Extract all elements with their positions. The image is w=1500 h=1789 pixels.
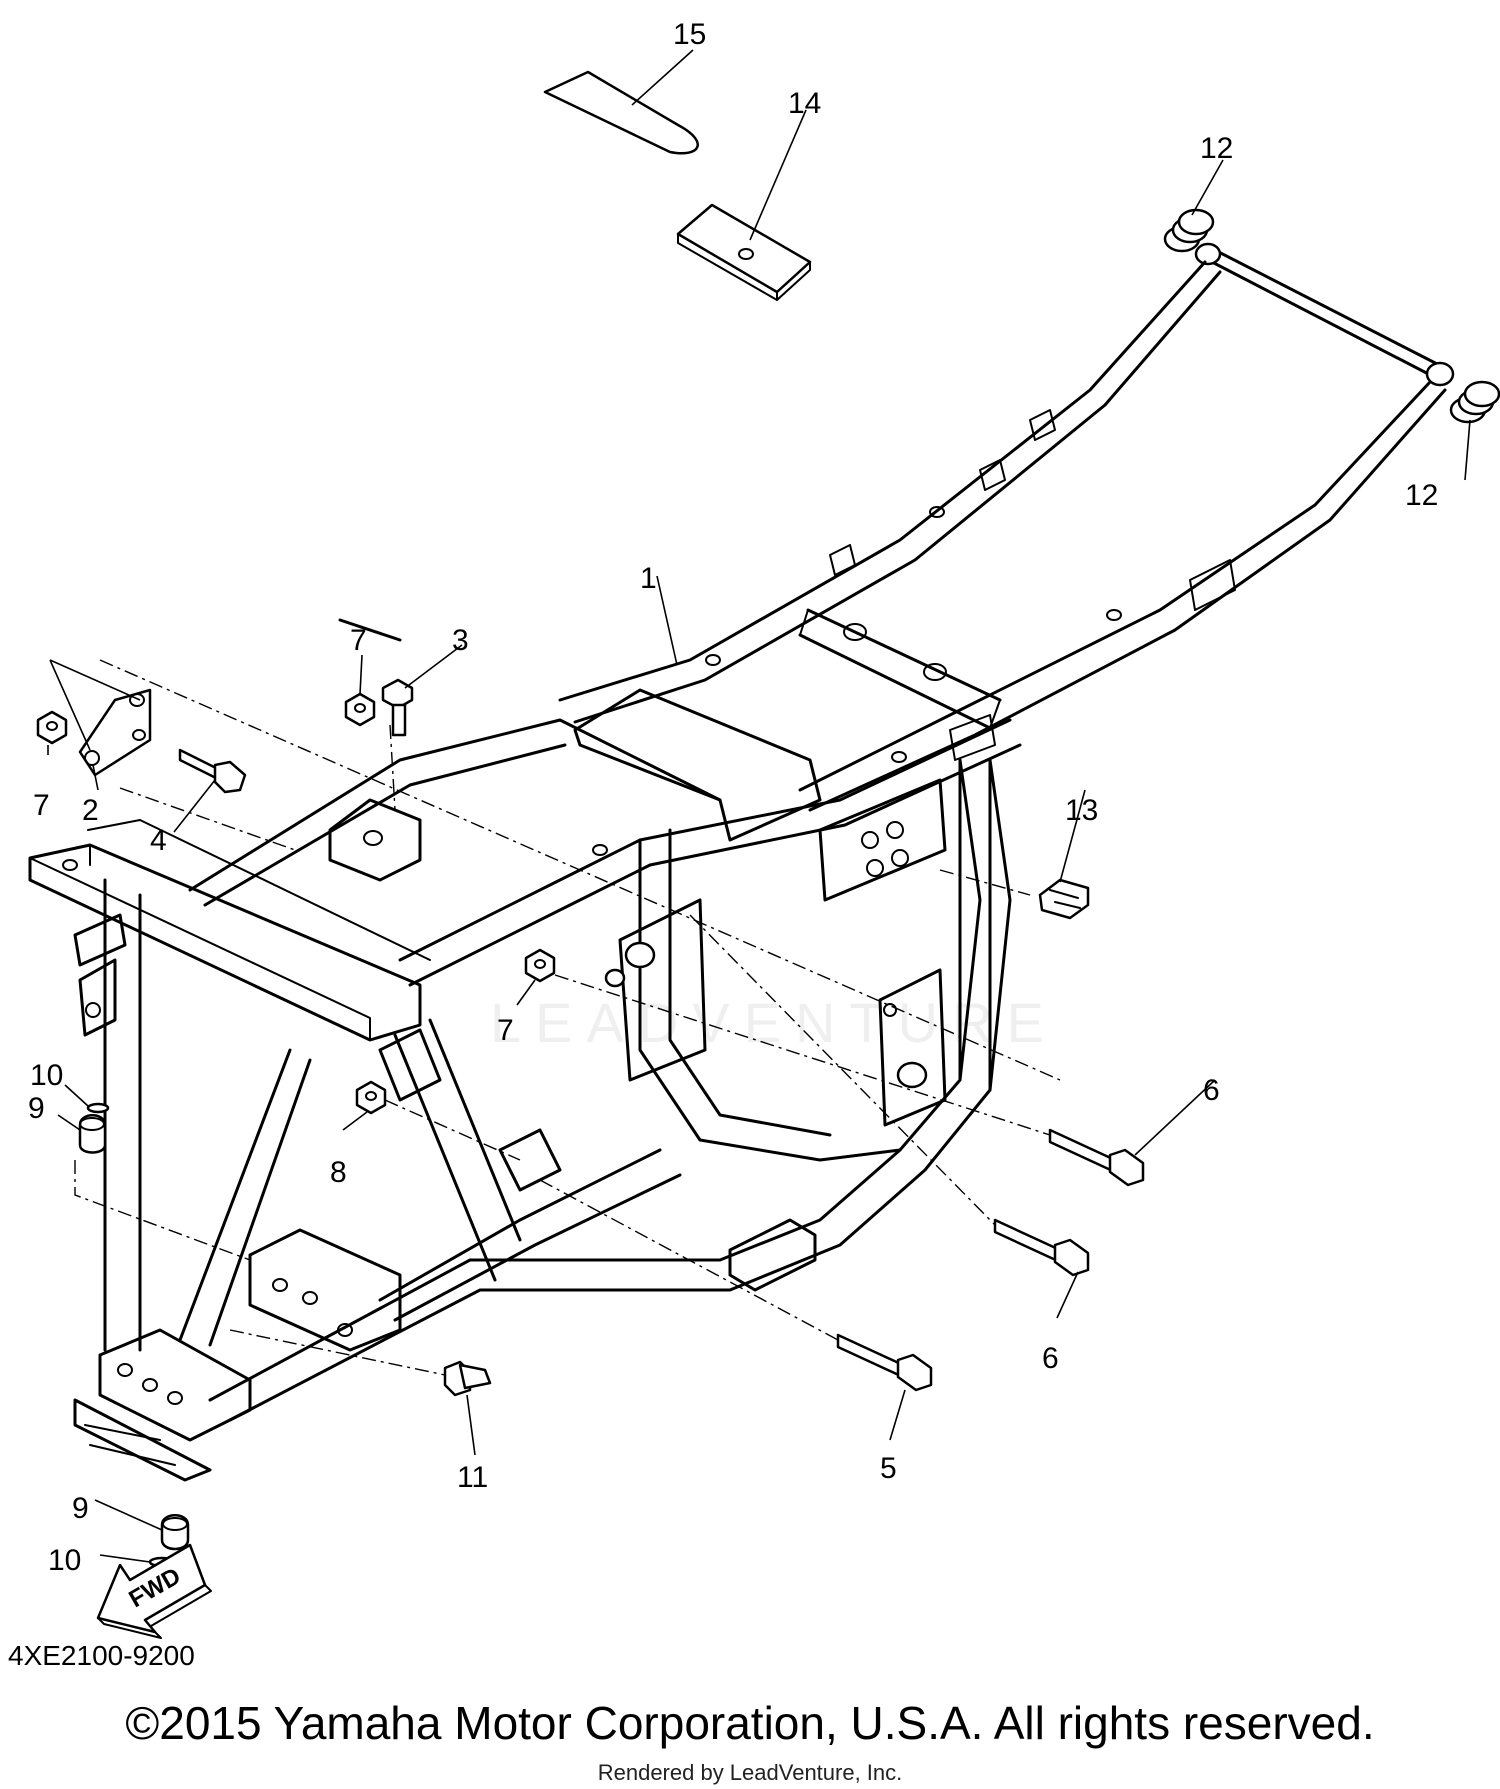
part-5-bolt <box>836 1333 933 1392</box>
callouts: 15 14 12 12 1 3 7 7 2 4 13 7 6 10 9 8 6 … <box>28 18 1438 1577</box>
callout-9-lower: 9 <box>72 1492 89 1525</box>
part-12-cap-right <box>1449 380 1500 424</box>
callout-1: 1 <box>640 562 657 595</box>
assembly-lines <box>74 659 1061 1376</box>
part-2-bracket <box>78 688 152 777</box>
part-7-nut-left <box>36 710 68 745</box>
callout-11: 11 <box>457 1461 488 1494</box>
diagram-code: 4XE2100-9200 <box>8 1640 195 1671</box>
part-11-bolt <box>443 1360 492 1397</box>
part-6-bolt-upper <box>1048 1128 1145 1187</box>
callout-7-mid: 7 <box>497 1014 514 1047</box>
part-9-collar-upper <box>78 1114 107 1154</box>
callout-3: 3 <box>452 624 469 657</box>
part-8-nut <box>355 1080 387 1115</box>
callout-6-upper: 6 <box>1203 1074 1220 1107</box>
callout-15: 15 <box>673 18 706 51</box>
callout-4: 4 <box>150 824 167 857</box>
callout-7-top: 7 <box>350 624 367 657</box>
part-6-bolt-lower <box>993 1218 1090 1277</box>
part-15-pad <box>543 70 699 155</box>
callout-10-lower: 10 <box>48 1544 81 1577</box>
callout-12-top: 12 <box>1200 132 1233 165</box>
callout-5: 5 <box>880 1452 897 1485</box>
leader-lines <box>47 49 1471 1563</box>
part-9-collar-lower <box>160 1514 190 1551</box>
callout-10-upper: 10 <box>30 1059 63 1092</box>
copyright-notice: ©2015 Yamaha Motor Corporation, U.S.A. A… <box>125 1697 1375 1749</box>
part-13-clip <box>1038 878 1090 920</box>
callout-8: 8 <box>330 1156 347 1189</box>
part-10-washer-upper <box>86 1102 110 1114</box>
part-7-nut-mid <box>524 948 556 983</box>
callout-13: 13 <box>1065 794 1098 827</box>
part-3-bolt <box>381 678 414 737</box>
callout-6-lower: 6 <box>1042 1342 1059 1375</box>
callout-2: 2 <box>82 794 99 827</box>
part-12-cap-top <box>1163 208 1215 253</box>
part-4-bolt <box>178 748 247 794</box>
part-7-nut-top <box>344 692 376 727</box>
rendered-by-notice: Rendered by LeadVenture, Inc. <box>597 1760 903 1785</box>
callout-9-upper: 9 <box>28 1092 45 1125</box>
part-1-main-frame <box>28 242 1455 1482</box>
callout-12-right: 12 <box>1405 479 1438 512</box>
callout-14: 14 <box>788 87 821 120</box>
callout-7-left: 7 <box>33 789 50 822</box>
part-14-plate <box>676 203 812 301</box>
